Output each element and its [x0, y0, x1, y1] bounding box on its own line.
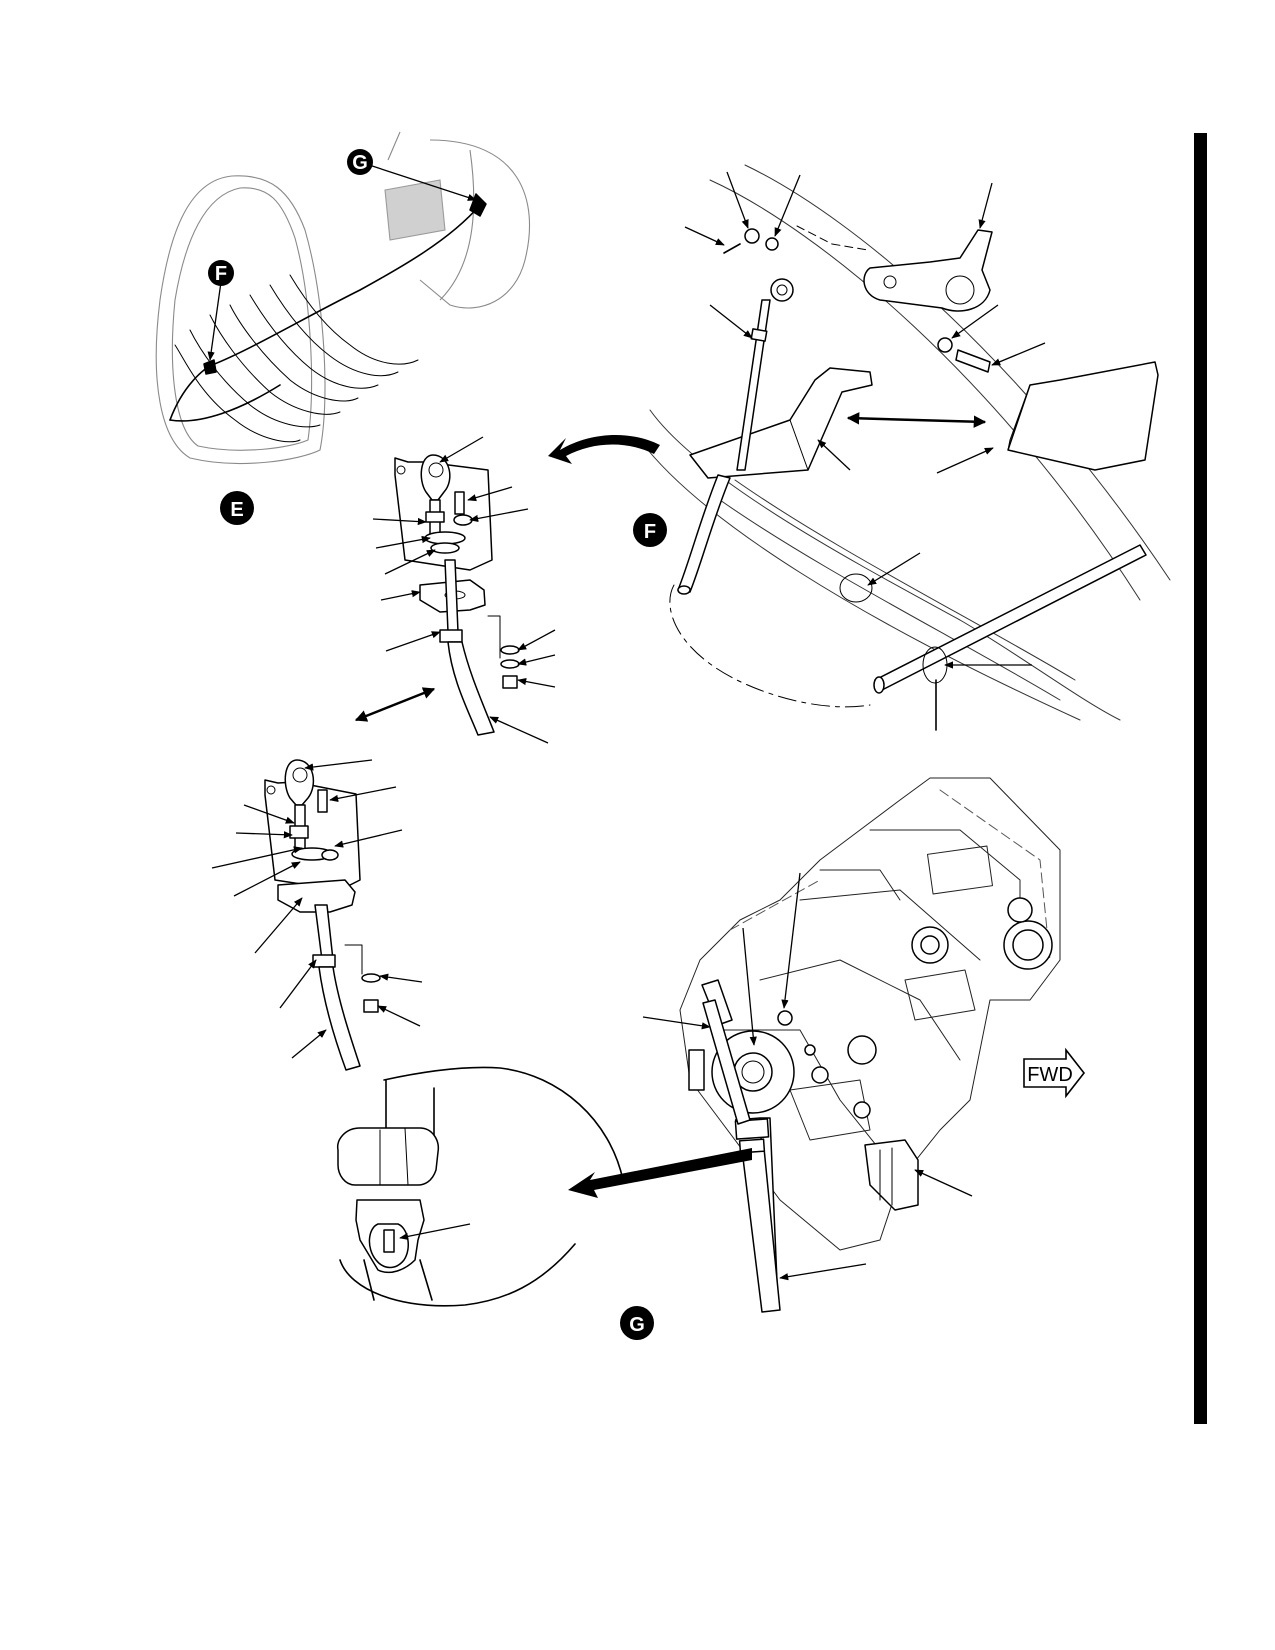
double-arrow-exploded	[354, 687, 436, 722]
callout-e-label: E	[230, 499, 243, 521]
exploded-assembly-upper	[354, 436, 556, 744]
leader-to-g	[359, 161, 477, 201]
detail-g-valve-body: FWD G	[568, 777, 1086, 1340]
callout-e: E	[220, 491, 254, 525]
callout-g-top-label: G	[352, 152, 368, 174]
double-arrow-f	[846, 412, 987, 428]
right-edge-bar	[1194, 133, 1207, 1424]
callout-f: F	[633, 513, 667, 547]
callout-f-small: F	[208, 260, 234, 286]
forward-direction-indicator: FWD	[1023, 1047, 1086, 1099]
callout-f-small-label: F	[215, 263, 227, 285]
magnified-detail	[337, 1066, 624, 1307]
detail-f-cable-attach: F	[548, 164, 1171, 731]
callout-g-bottom: G	[620, 1306, 654, 1340]
curved-arrow-f	[548, 434, 660, 464]
exploded-assembly-lower	[211, 759, 423, 1071]
detail-e-overview: G F E	[155, 131, 531, 525]
callout-g-bottom-label: G	[629, 1314, 645, 1336]
callout-f-label: F	[644, 521, 656, 543]
callout-g-top: G	[347, 149, 373, 175]
leader-to-f	[207, 281, 222, 361]
fwd-label: FWD	[1027, 1064, 1073, 1086]
magnify-leader	[568, 1148, 752, 1198]
